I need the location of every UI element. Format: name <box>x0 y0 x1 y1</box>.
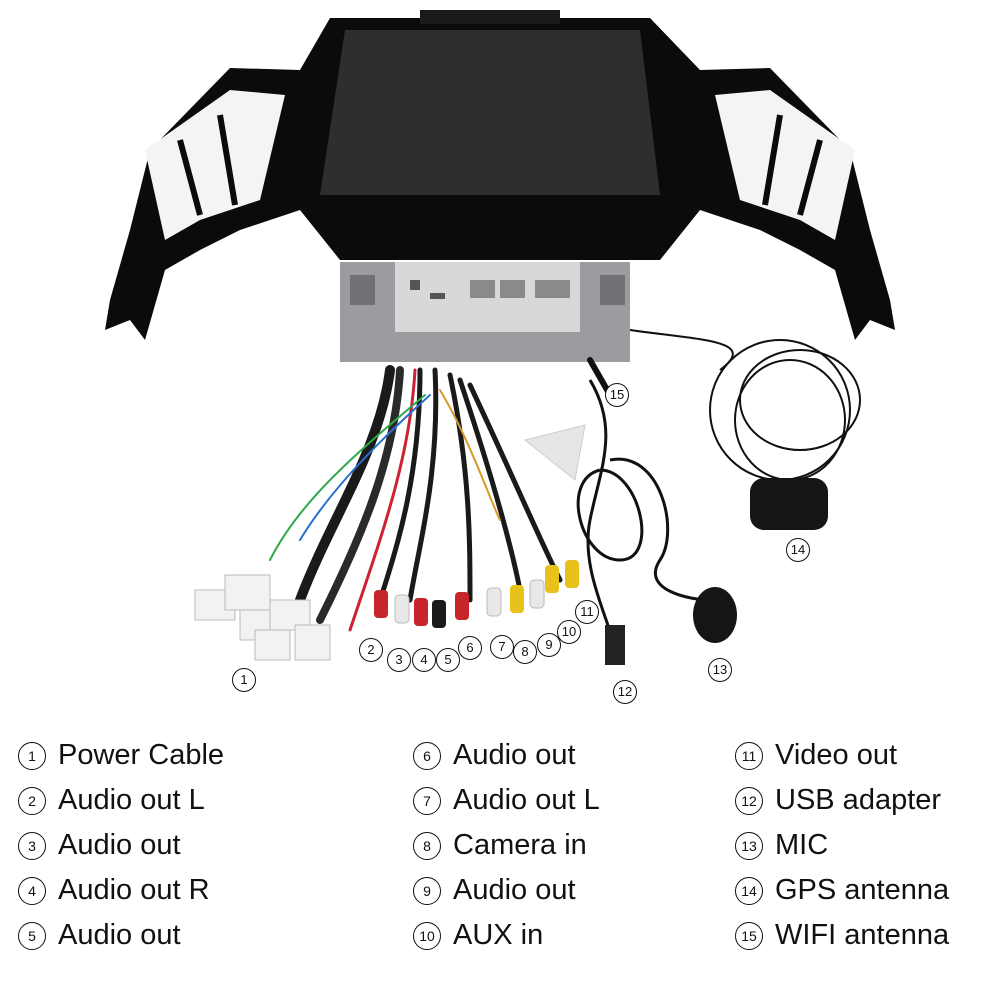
legend-label: GPS antenna <box>775 874 950 906</box>
legend-label: Audio out <box>453 874 576 906</box>
callout-5: 5 <box>436 648 460 672</box>
legend-column-3: 11 Video out 12 USB adapter 13 MIC 14 GPS an… <box>735 733 949 958</box>
legend-number: 3 <box>18 831 46 860</box>
legend-item: 9 Audio out <box>413 868 600 913</box>
legend-label: AUX in <box>453 919 544 951</box>
legend-item: 6 Audio out <box>413 733 600 778</box>
legend-number: 5 <box>18 921 46 950</box>
legend-item: 15 WIFI antenna <box>735 913 949 958</box>
legend-item: 4 Audio out R <box>18 868 224 913</box>
legend-label: Audio out L <box>58 784 205 816</box>
legend-number: 15 <box>735 921 763 950</box>
product-photo <box>105 10 895 665</box>
legend-label: Audio out L <box>453 784 600 816</box>
legend-item: 5 Audio out <box>18 913 224 958</box>
legend-label: Power Cable <box>58 739 225 771</box>
legend-item: 13 MIC <box>735 823 949 868</box>
legend-label: WIFI antenna <box>775 919 950 951</box>
legend-item: 7 Audio out L <box>413 778 600 823</box>
callout-1: 1 <box>232 668 256 692</box>
legend-number: 6 <box>413 741 441 770</box>
legend-label: Camera in <box>453 829 587 861</box>
callout-10: 10 <box>557 620 581 644</box>
callout-14: 14 <box>786 538 810 562</box>
legend-number: 14 <box>735 876 763 905</box>
gps-antenna <box>629 329 861 530</box>
legend-label: Audio out <box>453 739 576 771</box>
legend-item: 3 Audio out <box>18 823 224 868</box>
usb-plug <box>605 625 625 665</box>
legend-number: 4 <box>18 876 46 905</box>
callout-13: 13 <box>708 658 732 682</box>
legend-label: MIC <box>775 829 829 861</box>
rca-plugs <box>374 560 579 628</box>
legend-item: 2 Audio out L <box>18 778 224 823</box>
callout-12: 12 <box>613 680 637 704</box>
callout-7: 7 <box>490 635 514 659</box>
callout-2: 2 <box>359 638 383 662</box>
callout-6: 6 <box>458 636 482 660</box>
legend-number: 11 <box>735 741 763 770</box>
callout-9: 9 <box>537 633 561 657</box>
callout-4: 4 <box>412 648 436 672</box>
legend-item: 11 Video out <box>735 733 949 778</box>
legend-item: 8 Camera in <box>413 823 600 868</box>
legend-number: 2 <box>18 786 46 815</box>
legend-item: 10 AUX in <box>413 913 600 958</box>
legend-label: Audio out <box>58 919 181 951</box>
legend-label: USB adapter <box>775 784 942 816</box>
power-connectors <box>194 574 331 661</box>
legend-item: 12 USB adapter <box>735 778 949 823</box>
wire-harness <box>269 365 563 632</box>
legend-label: Audio out R <box>58 874 210 906</box>
legend-number: 1 <box>18 741 46 770</box>
callout-8: 8 <box>513 640 537 664</box>
legend-number: 9 <box>413 876 441 905</box>
mic-capsule <box>693 587 737 643</box>
legend-label: Video out <box>775 739 898 771</box>
legend-item: 14 GPS antenna <box>735 868 949 913</box>
usb-mic-cables <box>576 379 711 651</box>
legend-number: 13 <box>735 831 763 860</box>
legend-number: 10 <box>413 921 441 950</box>
callout-15: 15 <box>605 383 629 407</box>
callout-11: 11 <box>575 600 599 624</box>
legend-item: 1 Power Cable <box>18 733 224 778</box>
chassis-box <box>340 262 630 362</box>
legend-number: 12 <box>735 786 763 815</box>
legend-number: 7 <box>413 786 441 815</box>
legend-number: 8 <box>413 831 441 860</box>
callout-3: 3 <box>387 648 411 672</box>
legend-label: Audio out <box>58 829 181 861</box>
display-screen <box>320 30 660 195</box>
